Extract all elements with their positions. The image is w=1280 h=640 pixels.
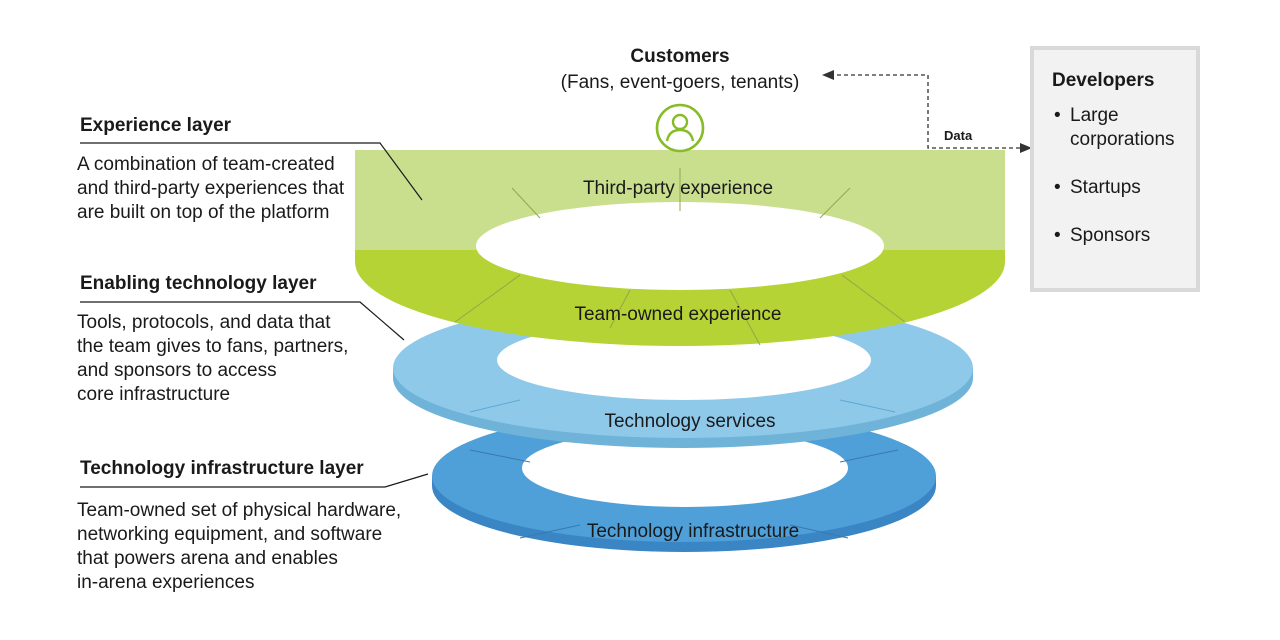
- ring-label-third-party: Third-party experience: [583, 178, 773, 199]
- enabling-layer-heading: Enabling technology layer: [80, 273, 317, 294]
- infrastructure-layer-description: Team-owned set of physical hardware, net…: [77, 500, 402, 593]
- arrowhead-right: [1020, 143, 1032, 153]
- developer-item-large-corporations: •Large corporations: [1054, 105, 1175, 150]
- experience-layer-description: A combination of team-created and third-…: [77, 154, 345, 223]
- ring-technology-infrastructure: [432, 410, 936, 552]
- infrastructure-layer-heading: Technology infrastructure layer: [80, 458, 364, 479]
- experience-dividers: [454, 168, 906, 346]
- developers-list: •Large corporations •Startups •Sponsors: [1050, 104, 1196, 272]
- customers-subtitle: (Fans, event-goers, tenants): [560, 72, 800, 93]
- enabling-layer-description: Tools, protocols, and data that the team…: [77, 312, 349, 405]
- ring-label-technology-services: Technology services: [604, 411, 775, 432]
- data-flow-label: Data: [944, 128, 973, 143]
- developers-title: Developers: [1052, 70, 1155, 91]
- customers-title: Customers: [630, 46, 730, 67]
- data-flow-arrow: [830, 74, 1022, 149]
- developer-item-startups: •Startups: [1054, 177, 1141, 198]
- developers-box: Developers •Large corporations •Startups…: [1030, 46, 1200, 292]
- ring-label-technology-infrastructure: Technology infrastructure: [587, 521, 799, 542]
- ring-experience: [355, 150, 1005, 346]
- experience-layer-heading: Experience layer: [80, 115, 232, 136]
- person-icon: [655, 103, 705, 153]
- infra-dividers: [469, 449, 899, 539]
- ring-label-team-owned: Team-owned experience: [574, 304, 781, 325]
- services-dividers: [469, 399, 896, 413]
- leader-lines: [80, 142, 429, 488]
- arrowhead-left: [822, 70, 834, 80]
- developer-item-sponsors: •Sponsors: [1054, 225, 1151, 246]
